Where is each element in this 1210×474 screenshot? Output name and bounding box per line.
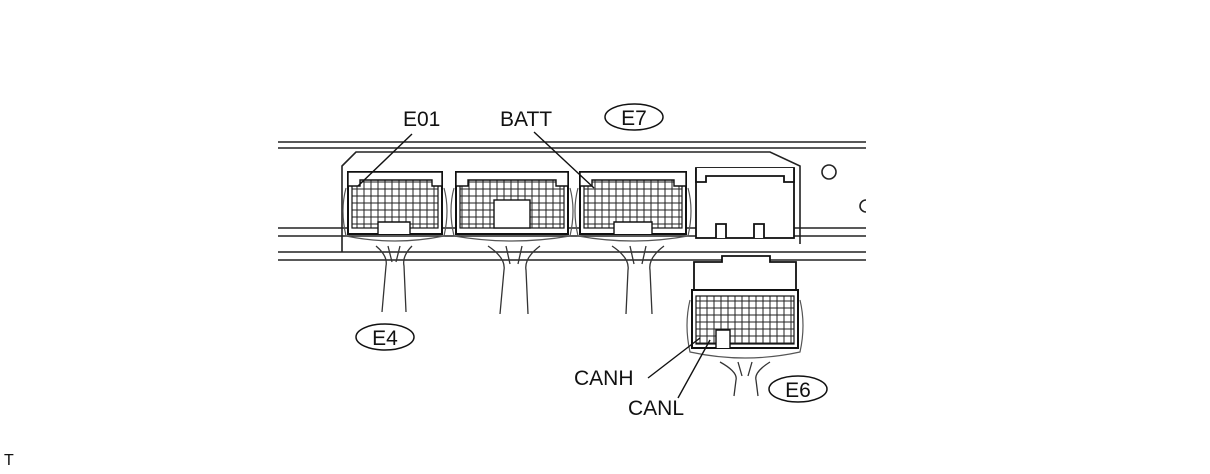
label-e4: E4	[372, 327, 398, 350]
connector-e6	[686, 255, 804, 359]
connector-receptacle	[695, 167, 795, 239]
label-e01: E01	[403, 108, 440, 131]
wire-harnesses	[375, 245, 771, 397]
connector-e7	[574, 171, 692, 242]
label-e7-badge: E7	[604, 103, 664, 131]
label-canl: CANL	[628, 397, 684, 420]
connector-middle	[450, 171, 574, 242]
label-batt: BATT	[500, 108, 552, 131]
label-canh: CANH	[574, 367, 634, 390]
connector-e4	[342, 171, 448, 242]
label-e6: E6	[785, 379, 811, 402]
label-e6-badge: E6	[768, 375, 828, 403]
label-e7: E7	[621, 107, 647, 130]
leader-lines	[357, 131, 711, 399]
corner-mark: T	[4, 452, 14, 469]
label-e4-badge: E4	[355, 323, 415, 351]
